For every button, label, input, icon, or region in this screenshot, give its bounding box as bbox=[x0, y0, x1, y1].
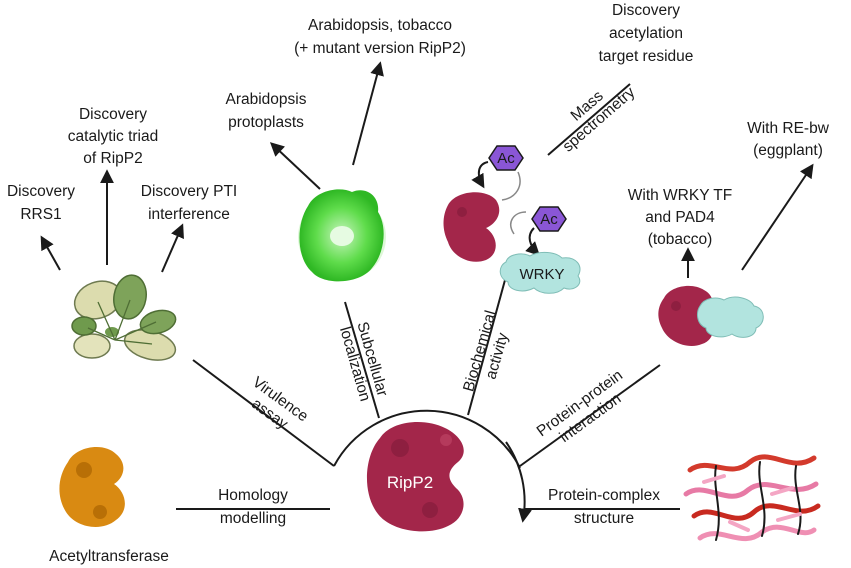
arrow-protoplasts bbox=[269, 142, 321, 190]
spoke-label-homology-1: Homology bbox=[218, 487, 288, 504]
acetyltransferase-label: Acetyltransferase bbox=[49, 548, 169, 565]
hub-arrow-arc bbox=[505, 441, 532, 523]
arrow-tobacco bbox=[352, 61, 384, 166]
ac-group-1: Ac bbox=[488, 145, 524, 171]
ripp2-protein bbox=[366, 422, 464, 532]
spoke-label-homology-2: modelling bbox=[220, 510, 286, 527]
gfp-protein-illustration bbox=[298, 189, 386, 282]
outcome-wrky-pad4-2: and PAD4 bbox=[645, 209, 715, 226]
mass-spec-divider bbox=[547, 83, 631, 156]
ac-arrow-2 bbox=[525, 227, 540, 256]
spoke-biochemical bbox=[467, 279, 506, 416]
ac-release-arc bbox=[501, 171, 521, 201]
ac-label-1: Ac bbox=[497, 150, 515, 167]
spoke-ppi bbox=[519, 364, 661, 467]
outcome-protoplasts-1: Arabidopsis bbox=[226, 91, 307, 108]
ripp2-wrky-complex bbox=[658, 285, 764, 347]
ripp2-label: RipP2 bbox=[387, 473, 433, 492]
protein-structure-ribbon bbox=[683, 454, 821, 542]
spoke-label-complex-1: Protein-complex bbox=[548, 487, 660, 504]
outcome-wrky-pad4-3: (tobacco) bbox=[648, 231, 713, 248]
outcome-rebw-2: (eggplant) bbox=[753, 142, 823, 159]
ac-arrow-1 bbox=[471, 161, 489, 189]
hub-arc bbox=[333, 409, 521, 469]
outcome-triad-2: catalytic triad bbox=[68, 128, 158, 145]
plant-illustration bbox=[71, 274, 177, 361]
ac-label-2: Ac bbox=[540, 211, 558, 228]
outcome-pti-1: Discovery PTI bbox=[141, 183, 237, 200]
outcome-acetylation-2: acetylation bbox=[609, 25, 683, 42]
wrky-label: WRKY bbox=[520, 266, 565, 283]
outcome-acetylation-1: Discovery bbox=[612, 2, 680, 19]
arrow-rrs1 bbox=[40, 235, 61, 271]
outcome-rebw-1: With RE-bw bbox=[747, 120, 830, 137]
outcome-tobacco-2: (+ mutant version RipP2) bbox=[294, 40, 466, 57]
spoke-label-complex-2: structure bbox=[574, 510, 634, 527]
outcome-tobacco-1: Arabidopsis, tobacco bbox=[308, 17, 452, 34]
arrow-pti bbox=[161, 223, 184, 273]
spoke-subcellular bbox=[344, 301, 380, 419]
outcome-acetylation-3: target residue bbox=[599, 48, 694, 65]
arrow-rebw bbox=[741, 163, 814, 271]
outcome-rrs1-1: Discovery bbox=[7, 183, 75, 200]
acetyltransferase-protein bbox=[59, 447, 125, 527]
outcome-protoplasts-2: protoplasts bbox=[228, 114, 304, 131]
ripp2-small-protein bbox=[443, 192, 500, 262]
outcome-pti-2: interference bbox=[148, 206, 230, 223]
spoke-virulence bbox=[192, 359, 335, 467]
outcome-wrky-pad4-1: With WRKY TF bbox=[628, 187, 733, 204]
outcome-triad-1: Discovery bbox=[79, 106, 147, 123]
wrky-binding-arc bbox=[510, 211, 527, 235]
outcome-triad-3: of RipP2 bbox=[83, 150, 142, 167]
outcome-rrs1-2: RRS1 bbox=[20, 206, 61, 223]
wrky-protein: WRKY bbox=[499, 251, 581, 294]
ac-group-2: Ac bbox=[531, 206, 567, 232]
